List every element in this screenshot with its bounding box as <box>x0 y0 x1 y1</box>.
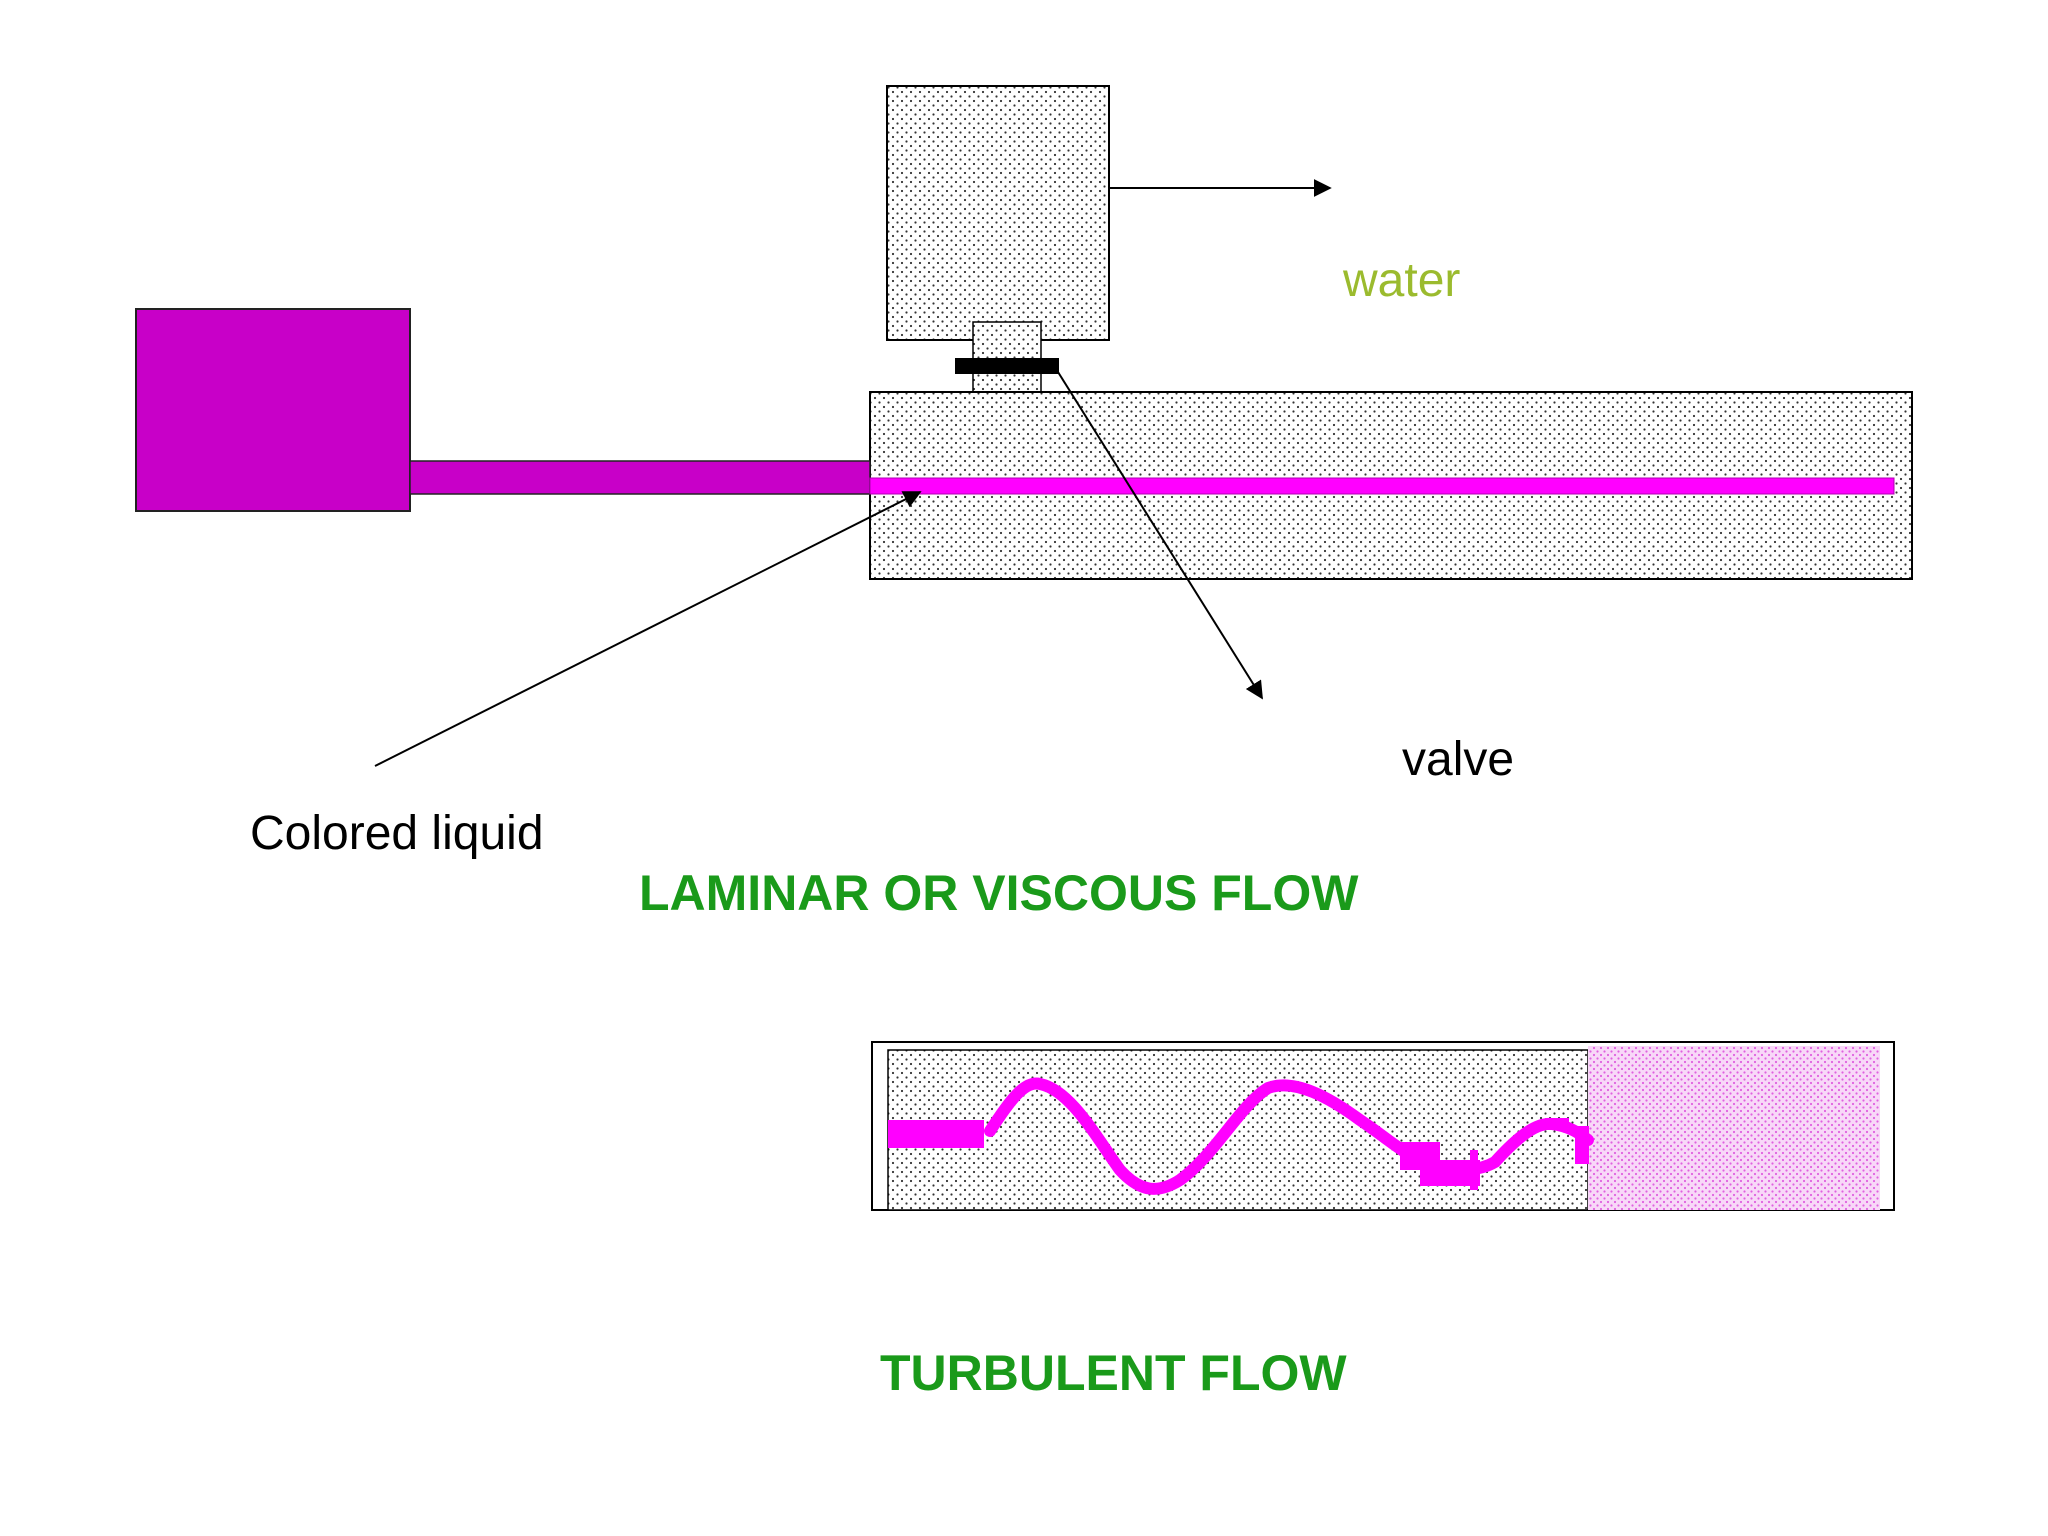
dye-reservoir <box>135 308 411 512</box>
water-tank <box>886 85 1110 341</box>
colored-liquid-label: Colored liquid <box>250 807 544 860</box>
turbulent-flow-title: TURBULENT FLOW <box>880 1345 1347 1401</box>
water-label: water <box>1342 254 1460 307</box>
laminar-dye-streak <box>869 477 1895 495</box>
colored-liquid-pointer-arrow <box>374 491 922 767</box>
valve <box>955 358 1059 374</box>
turbulent-eddies <box>1400 1118 1589 1190</box>
dye-feed-pipe <box>409 460 871 495</box>
turbulent-mixed-zone <box>1588 1046 1880 1210</box>
valve-pointer-arrow <box>1057 371 1263 700</box>
turbulent-dye-path <box>984 1077 1594 1195</box>
turbulent-dye-nozzle <box>888 1120 984 1148</box>
laminar-flow-title: LAMINAR OR VISCOUS FLOW <box>639 865 1359 921</box>
valve-label: valve <box>1402 733 1514 786</box>
